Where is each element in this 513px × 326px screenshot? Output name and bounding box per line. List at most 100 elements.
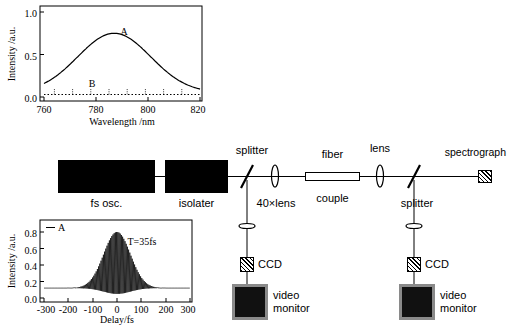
component-label: lens xyxy=(370,142,390,154)
tick-label-wrap: 780 xyxy=(89,99,104,117)
spectrograph-box: spectrograph xyxy=(445,146,506,183)
curve-label-wrap: B xyxy=(89,73,96,91)
component-label-wrap: lens xyxy=(370,138,390,156)
tick-label: 0.5 xyxy=(25,51,38,62)
reflected-beam xyxy=(414,180,415,257)
beam-line xyxy=(155,176,165,177)
legend-line xyxy=(46,227,55,228)
laser-box: fs osc. xyxy=(58,160,155,210)
tick-label: -300 xyxy=(37,304,55,315)
tick-label-wrap: 1.0 xyxy=(25,3,38,21)
tick-label: -100 xyxy=(84,304,102,315)
axis-ticks xyxy=(40,12,200,101)
tick-label-wrap: 0.0 xyxy=(25,289,38,307)
component-label: splitter xyxy=(401,197,433,209)
tick-label: 780 xyxy=(89,104,104,115)
axis-title: Wavelength /nm xyxy=(89,116,155,127)
chart-frame xyxy=(40,220,192,302)
tick-label-wrap: 100 xyxy=(134,299,149,317)
tick-label: -200 xyxy=(59,304,77,315)
component-label-wrap: splitter xyxy=(401,193,433,211)
tick-label: 0.0 xyxy=(25,93,38,104)
annotation-wrap: T=35fs xyxy=(128,231,157,249)
monitor-box: video monitor xyxy=(399,284,488,320)
tick-label: 760 xyxy=(37,104,52,115)
tick-label: 300 xyxy=(181,304,196,315)
spectrum-curve xyxy=(44,94,200,95)
spectrum-comb xyxy=(90,89,91,95)
tick-label: 200 xyxy=(159,304,174,315)
spectrum-comb xyxy=(54,89,55,95)
chart-frame xyxy=(40,6,202,101)
node-shape xyxy=(399,284,435,320)
node-shape xyxy=(407,257,421,272)
axis-title-wrap: Delay/fs xyxy=(100,309,134,326)
tick-label-wrap: -100 xyxy=(84,299,102,317)
curve-label-wrap: A xyxy=(120,21,127,39)
annotation: T=35fs xyxy=(128,236,157,247)
tick-label-wrap: 800 xyxy=(141,99,156,117)
tick-label-wrap: 0.2 xyxy=(25,273,38,291)
axis-title: Intensity /a.u. xyxy=(6,234,17,289)
node-label: fiber xyxy=(322,148,343,161)
node-label: CCD xyxy=(425,258,449,271)
tick-label-wrap: 760 xyxy=(37,99,52,117)
tick-label: 800 xyxy=(141,104,156,115)
tick-label: 100 xyxy=(134,304,149,315)
tick-label: 0.0 xyxy=(25,294,38,305)
tick-label-wrap: 200 xyxy=(159,299,174,317)
curve-label: B xyxy=(89,78,96,89)
fringe-trace xyxy=(44,232,190,294)
spectrum-comb xyxy=(72,89,73,95)
node-shape xyxy=(478,170,492,183)
fiber-coupler: fiber couple xyxy=(305,148,360,204)
spectrum-comb xyxy=(109,89,110,95)
node-label: video monitor xyxy=(440,289,488,314)
tick-label: 0.2 xyxy=(25,278,38,289)
tick-label-wrap: -300 xyxy=(37,299,55,317)
tick-label: 0.8 xyxy=(25,228,38,239)
beam-line xyxy=(360,176,478,177)
spectrum-comb xyxy=(181,89,182,95)
tick-label-wrap: 300 xyxy=(181,299,196,317)
node-label: video monitor xyxy=(273,289,321,314)
isolator-box: isolater xyxy=(165,160,228,210)
node-shape xyxy=(165,160,228,193)
axis-title-wrap: Intensity /a.u. xyxy=(1,234,19,289)
legend-text: A xyxy=(58,222,65,233)
node-shape xyxy=(305,172,360,181)
component-label: 40×lens xyxy=(257,197,296,209)
tick-label-wrap: -200 xyxy=(59,299,77,317)
tick-label-wrap: 0.0 xyxy=(25,88,38,106)
axis-title-wrap: Intensity /a.u. xyxy=(1,27,19,82)
ccd-box: CCD xyxy=(407,257,449,272)
axis-ticks xyxy=(40,232,190,302)
component-label: splitter xyxy=(236,144,268,156)
tick-label: 820 xyxy=(191,104,206,115)
node-label: CCD xyxy=(258,258,282,271)
beam-line xyxy=(414,272,415,284)
spectrum-comb xyxy=(163,89,164,95)
axis-title-wrap: Wavelength /nm xyxy=(89,111,155,129)
spectrum-comb xyxy=(127,89,128,95)
component-label-wrap: splitter xyxy=(236,140,268,158)
tick-label: 0 xyxy=(115,304,120,315)
autocorrelation-trace xyxy=(44,232,190,294)
node-shape xyxy=(232,284,268,320)
axis-title: Delay/fs xyxy=(100,314,134,325)
node-label: spectrograph xyxy=(445,146,506,158)
node-label: couple xyxy=(316,192,348,205)
ccd-box: CCD xyxy=(240,257,282,272)
tick-label: 0.4 xyxy=(25,261,38,272)
tick-label-wrap: 0.8 xyxy=(25,223,38,241)
tick-label: 0.6 xyxy=(25,245,38,256)
beam-line xyxy=(247,272,248,284)
tick-label-wrap: 0.6 xyxy=(25,240,38,258)
node-label: fs osc. xyxy=(91,197,123,210)
reflected-beam xyxy=(247,180,248,257)
lens xyxy=(406,224,422,229)
axis-title: Intensity /a.u. xyxy=(6,27,17,82)
curve-label: A xyxy=(120,26,127,37)
node-label: isolater xyxy=(179,197,214,210)
tick-label: 1.0 xyxy=(25,8,38,19)
